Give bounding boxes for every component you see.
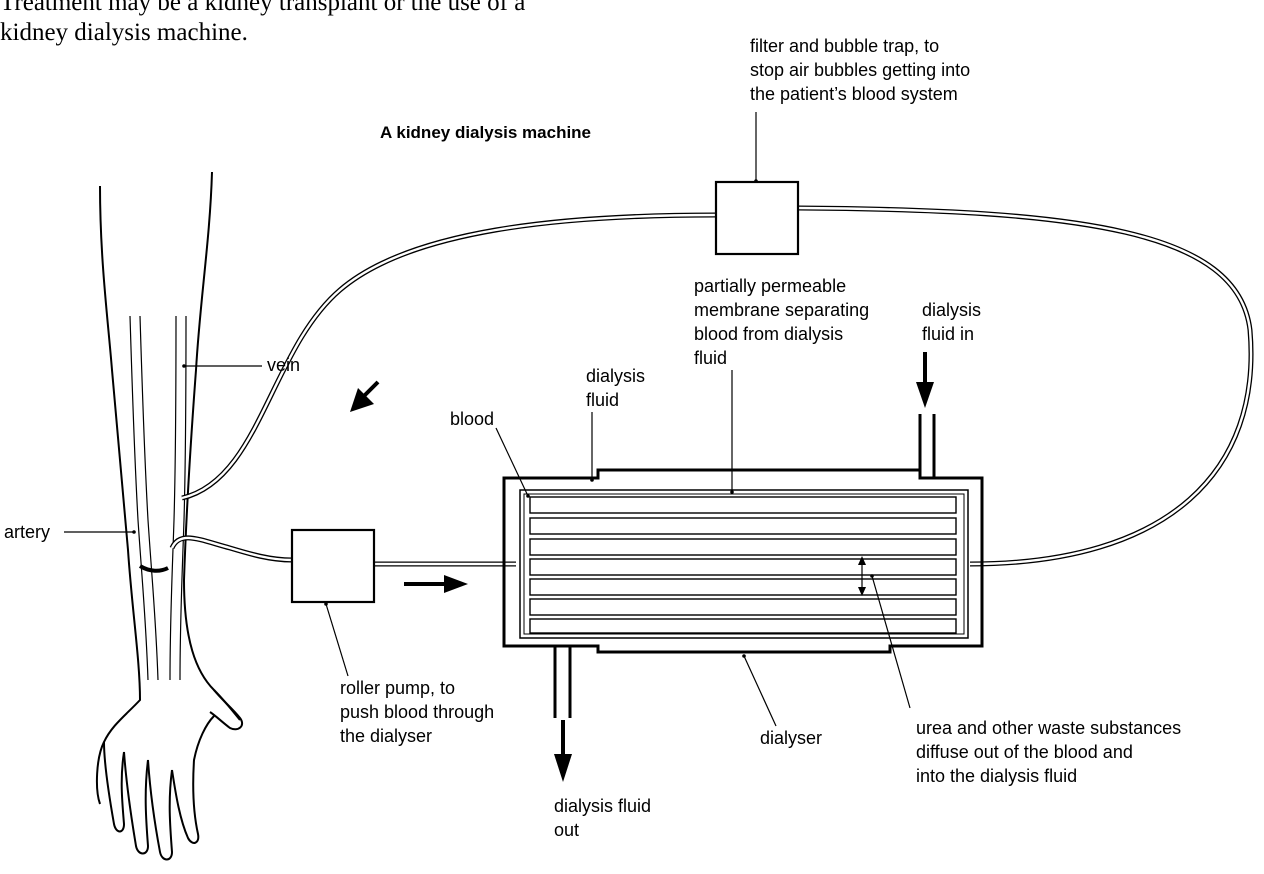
membrane-label-line-4: fluid — [694, 348, 727, 368]
dialysis-fluid-label: dialysis fluid — [586, 366, 645, 410]
pump-label-line-3: the dialyser — [340, 726, 432, 746]
urea-label: urea and other waste substances diffuse … — [916, 718, 1181, 786]
membrane-label-line-1: partially permeable — [694, 276, 846, 296]
intro-text-line-2: kidney dialysis machine. — [0, 19, 248, 46]
fluid-in-label-line-1: dialysis — [922, 300, 981, 320]
fluid-in-label: dialysis fluid in — [922, 300, 981, 344]
filter-label-line-1: filter and bubble trap, to — [750, 36, 939, 56]
artery-tube — [169, 535, 293, 563]
pump-label-line-2: push blood through — [340, 702, 494, 722]
filter-label-line-2: stop air bubbles getting into — [750, 60, 970, 80]
blood-label: blood — [450, 409, 494, 429]
artery-label: artery — [4, 522, 50, 542]
vein-return-tube — [181, 212, 717, 501]
fluid-out-label-line-1: dialysis fluid — [554, 796, 651, 816]
fluid-out-label: dialysis fluid out — [554, 796, 651, 840]
urea-label-line-1: urea and other waste substances — [916, 718, 1181, 738]
urea-label-line-2: diffuse out of the blood and — [916, 742, 1133, 762]
membrane-label: partially permeable membrane separating … — [694, 276, 869, 368]
dialysis-fluid-label-line-2: fluid — [586, 390, 619, 410]
vein-label: vein — [267, 355, 300, 375]
urea-label-line-3: into the dialysis fluid — [916, 766, 1077, 786]
filter-label-line-3: the patient’s blood system — [750, 84, 958, 104]
pump-label-line-1: roller pump, to — [340, 678, 455, 698]
arm-drawing — [95, 171, 244, 861]
fluid-in-arrow-down-icon — [916, 352, 934, 408]
intro-text-line-1: Treatment may be a kidney transplant or … — [0, 0, 525, 16]
roller-pump-box — [290, 528, 376, 604]
fluid-out-arrow-down-icon — [554, 720, 572, 782]
return-loop-tube — [797, 205, 1254, 567]
membrane-label-line-3: blood from dialysis — [694, 324, 843, 344]
pump-label: roller pump, to push blood through the d… — [340, 678, 494, 746]
dialysis-fluid-label-line-1: dialysis — [586, 366, 645, 386]
diagram-title: A kidney dialysis machine — [380, 123, 591, 142]
membrane-label-line-2: membrane separating — [694, 300, 869, 320]
dialyser — [502, 414, 984, 718]
leader-lines — [64, 112, 911, 727]
fluid-out-label-line-2: out — [554, 820, 579, 840]
fluid-in-label-line-2: fluid in — [922, 324, 974, 344]
filter-bubble-trap-box — [714, 180, 800, 256]
dialyser-label: dialyser — [760, 728, 822, 748]
filter-label: filter and bubble trap, to stop air bubb… — [750, 36, 970, 104]
flow-arrow-right-icon — [404, 575, 468, 593]
flow-arrow-down-left-icon — [350, 380, 380, 412]
